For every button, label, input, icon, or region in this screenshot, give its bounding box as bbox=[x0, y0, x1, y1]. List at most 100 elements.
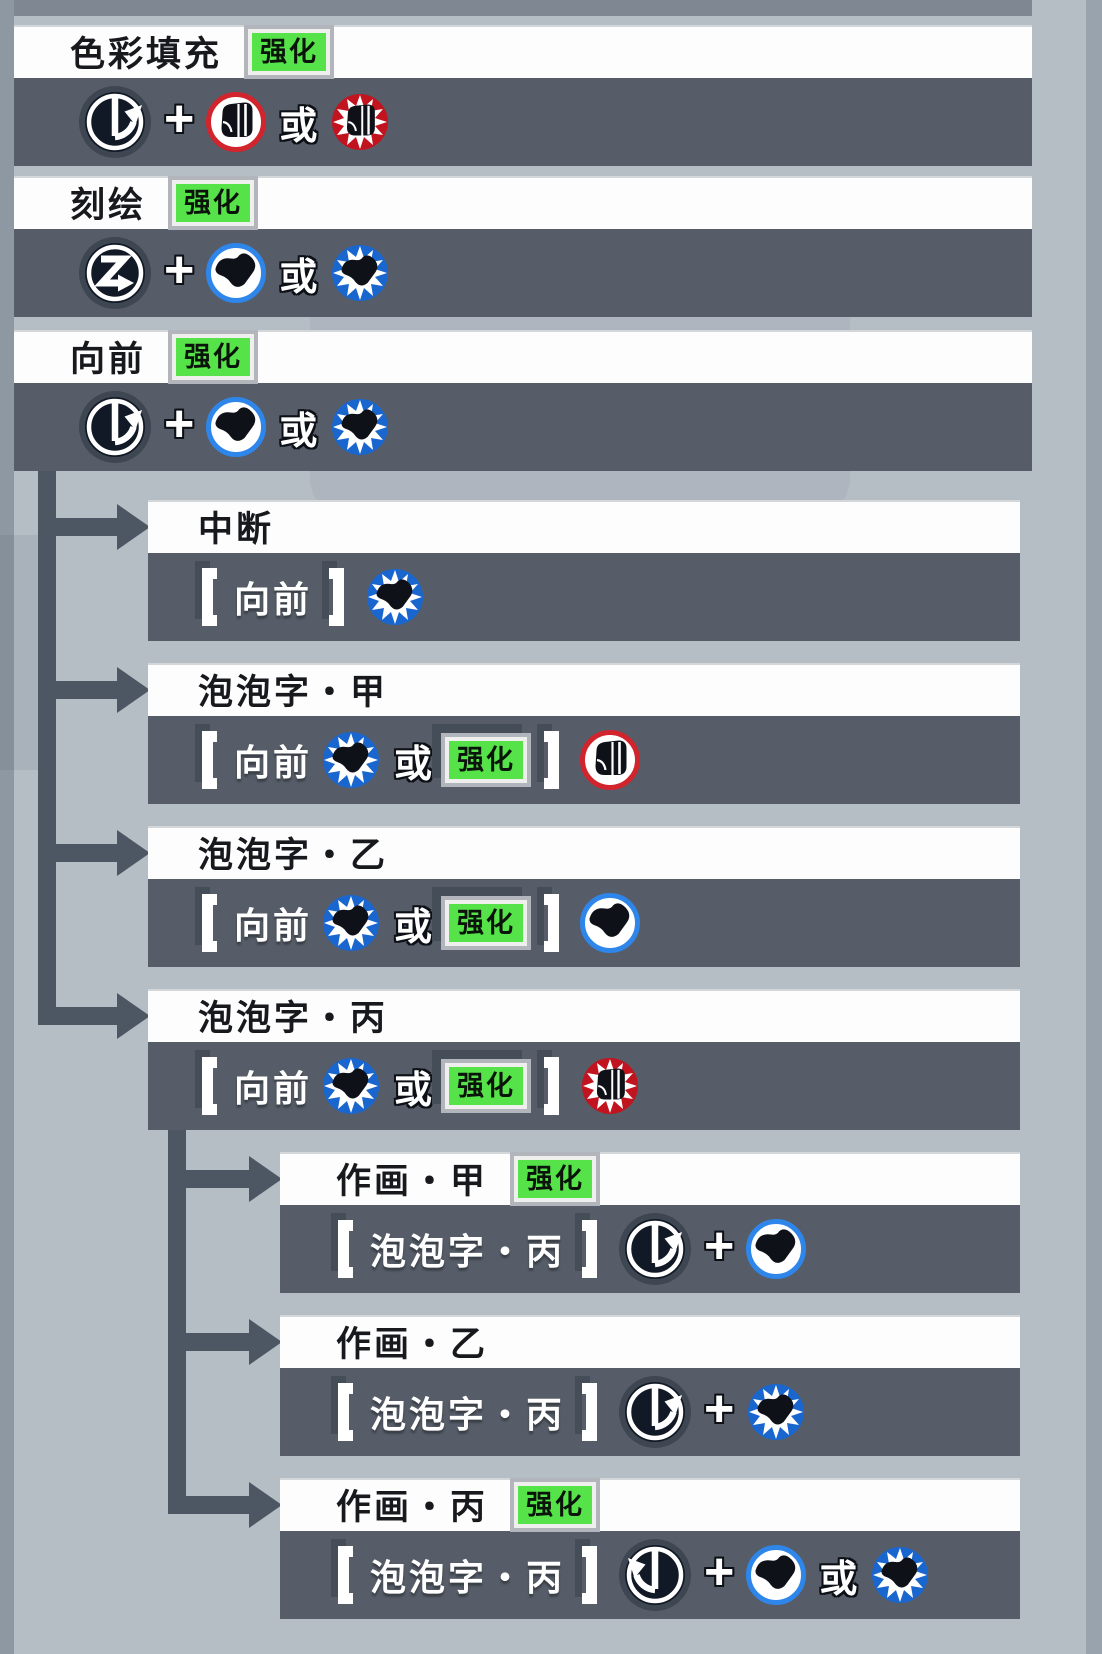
plus-separator: + bbox=[164, 241, 195, 299]
branch-line bbox=[38, 517, 117, 536]
move-section-kehui: 刻绘强化+或 bbox=[14, 176, 1032, 317]
move-title: 作画・乙 bbox=[336, 1325, 489, 1364]
branch-line bbox=[168, 1495, 249, 1514]
od-capable-badge: 强化 bbox=[172, 179, 255, 226]
od-kick-button-icon bbox=[321, 730, 381, 790]
kick-button-icon bbox=[206, 243, 267, 303]
bracket-open-icon bbox=[338, 1546, 353, 1604]
branch-arrow-icon bbox=[117, 829, 150, 876]
od-capable-badge: 强化 bbox=[248, 28, 331, 75]
branch-arrow-icon bbox=[249, 1318, 282, 1365]
branch-line bbox=[38, 1006, 117, 1025]
referenced-move-label: 泡泡字・丙 bbox=[370, 1557, 566, 1598]
move-input-row: 向前或强化 bbox=[148, 1042, 1020, 1130]
quarter-circle-forward-motion-icon bbox=[78, 390, 152, 464]
od-kick-button-icon bbox=[746, 1382, 806, 1442]
move-title-bar: 泡泡字・丙 bbox=[148, 989, 1020, 1042]
punch-button-icon bbox=[206, 92, 267, 152]
or-separator: 或 bbox=[394, 743, 433, 786]
referenced-move-label: 泡泡字・丙 bbox=[370, 1231, 566, 1272]
move-section-secaitianchong: 色彩填充强化+或 bbox=[14, 25, 1032, 166]
referenced-move-label: 向前 bbox=[234, 742, 313, 783]
branch-arrow-icon bbox=[249, 1481, 282, 1528]
kick-button-icon bbox=[206, 397, 267, 457]
quarter-circle-forward-motion-icon bbox=[78, 85, 152, 159]
plus-separator: + bbox=[704, 1380, 735, 1438]
move-title: 泡泡字・丙 bbox=[198, 999, 389, 1038]
bracket-close-icon bbox=[582, 1383, 598, 1441]
branch-line bbox=[38, 680, 117, 699]
quarter-circle-back-motion-icon bbox=[618, 1538, 692, 1612]
or-separator: 或 bbox=[394, 906, 433, 949]
od-kick-button-icon bbox=[321, 893, 381, 953]
move-title: 刻绘 bbox=[70, 186, 147, 225]
od-punch-button-icon bbox=[580, 1056, 640, 1116]
move-title-bar: 中断 bbox=[148, 500, 1020, 553]
background-left-strip bbox=[0, 0, 14, 1654]
move-title: 泡泡字・乙 bbox=[198, 836, 389, 875]
kick-button-icon bbox=[580, 893, 641, 953]
referenced-move-label: 向前 bbox=[234, 579, 313, 620]
move-title-bar: 刻绘强化 bbox=[14, 176, 1032, 229]
move-title: 泡泡字・甲 bbox=[198, 673, 389, 712]
punch-button-icon bbox=[580, 730, 641, 790]
background-right-strip bbox=[1086, 0, 1102, 1654]
move-title: 向前 bbox=[70, 340, 147, 379]
branch-line bbox=[168, 1332, 249, 1351]
bracket-open-icon bbox=[202, 894, 217, 952]
or-separator: 或 bbox=[279, 105, 318, 148]
tree-connector-line bbox=[168, 1130, 186, 1514]
od-badge: 强化 bbox=[445, 900, 528, 946]
plus-separator: + bbox=[704, 1543, 735, 1601]
or-separator: 或 bbox=[394, 1069, 433, 1112]
move-title-bar: 色彩填充强化 bbox=[14, 25, 1032, 78]
kick-button-icon bbox=[746, 1219, 807, 1279]
move-input-row: 泡泡字・丙 + 或 bbox=[280, 1531, 1020, 1619]
move-title: 作画・丙 bbox=[336, 1488, 489, 1527]
quarter-circle-forward-motion-icon bbox=[618, 1212, 692, 1286]
bracket-close-icon bbox=[329, 568, 345, 626]
move-title-bar: 向前强化 bbox=[14, 330, 1032, 383]
branch-arrow-icon bbox=[117, 992, 150, 1039]
od-kick-button-icon bbox=[321, 1056, 381, 1116]
or-separator: 或 bbox=[819, 1558, 858, 1601]
referenced-move-label: 向前 bbox=[234, 905, 313, 946]
branch-line bbox=[168, 1169, 249, 1188]
move-title-bar: 作画・甲强化 bbox=[280, 1152, 1020, 1205]
od-badge: 强化 bbox=[445, 737, 528, 783]
od-kick-button-icon bbox=[330, 243, 390, 303]
move-section-zuohua-yi: 作画・乙泡泡字・丙 + bbox=[280, 1315, 1020, 1456]
move-section-zuohua-jia: 作画・甲强化泡泡字・丙+ bbox=[280, 1152, 1020, 1293]
kick-button-icon bbox=[746, 1545, 807, 1605]
od-punch-button-icon bbox=[330, 92, 390, 152]
move-section-zuohua-bing: 作画・丙强化泡泡字・丙 + 或 bbox=[280, 1478, 1020, 1619]
move-input-row: +或 bbox=[14, 229, 1032, 317]
move-title: 中断 bbox=[198, 510, 275, 549]
referenced-move-label: 泡泡字・丙 bbox=[370, 1394, 566, 1435]
move-section-paopaozi-yi: 泡泡字・乙向前 或强化 bbox=[148, 826, 1020, 967]
move-input-row: 泡泡字・丙 + bbox=[280, 1368, 1020, 1456]
move-title-bar: 作画・丙强化 bbox=[280, 1478, 1020, 1531]
or-separator: 或 bbox=[279, 410, 318, 453]
move-input-row: 向前 或强化 bbox=[148, 879, 1020, 967]
bracket-open-icon bbox=[202, 731, 217, 789]
branch-arrow-icon bbox=[249, 1155, 282, 1202]
move-title: 作画・甲 bbox=[336, 1162, 489, 1201]
od-capable-badge: 强化 bbox=[514, 1155, 597, 1202]
move-input-row: +或 bbox=[14, 383, 1032, 471]
move-section-xiangqian: 向前强化+或 bbox=[14, 330, 1032, 471]
or-separator: 或 bbox=[279, 256, 318, 299]
move-section-zhongduan: 中断向前 bbox=[148, 500, 1020, 641]
od-kick-button-icon bbox=[870, 1545, 930, 1605]
previous-row-edge bbox=[14, 0, 1032, 16]
move-title-bar: 作画・乙 bbox=[280, 1315, 1020, 1368]
move-title: 色彩填充 bbox=[70, 35, 223, 74]
bracket-open-icon bbox=[202, 568, 217, 626]
branch-line bbox=[38, 843, 117, 862]
od-capable-badge: 强化 bbox=[172, 333, 255, 380]
move-title-bar: 泡泡字・乙 bbox=[148, 826, 1020, 879]
bracket-open-icon bbox=[338, 1220, 353, 1278]
move-section-paopaozi-bing: 泡泡字・丙向前或强化 bbox=[148, 989, 1020, 1130]
plus-separator: + bbox=[164, 395, 195, 453]
